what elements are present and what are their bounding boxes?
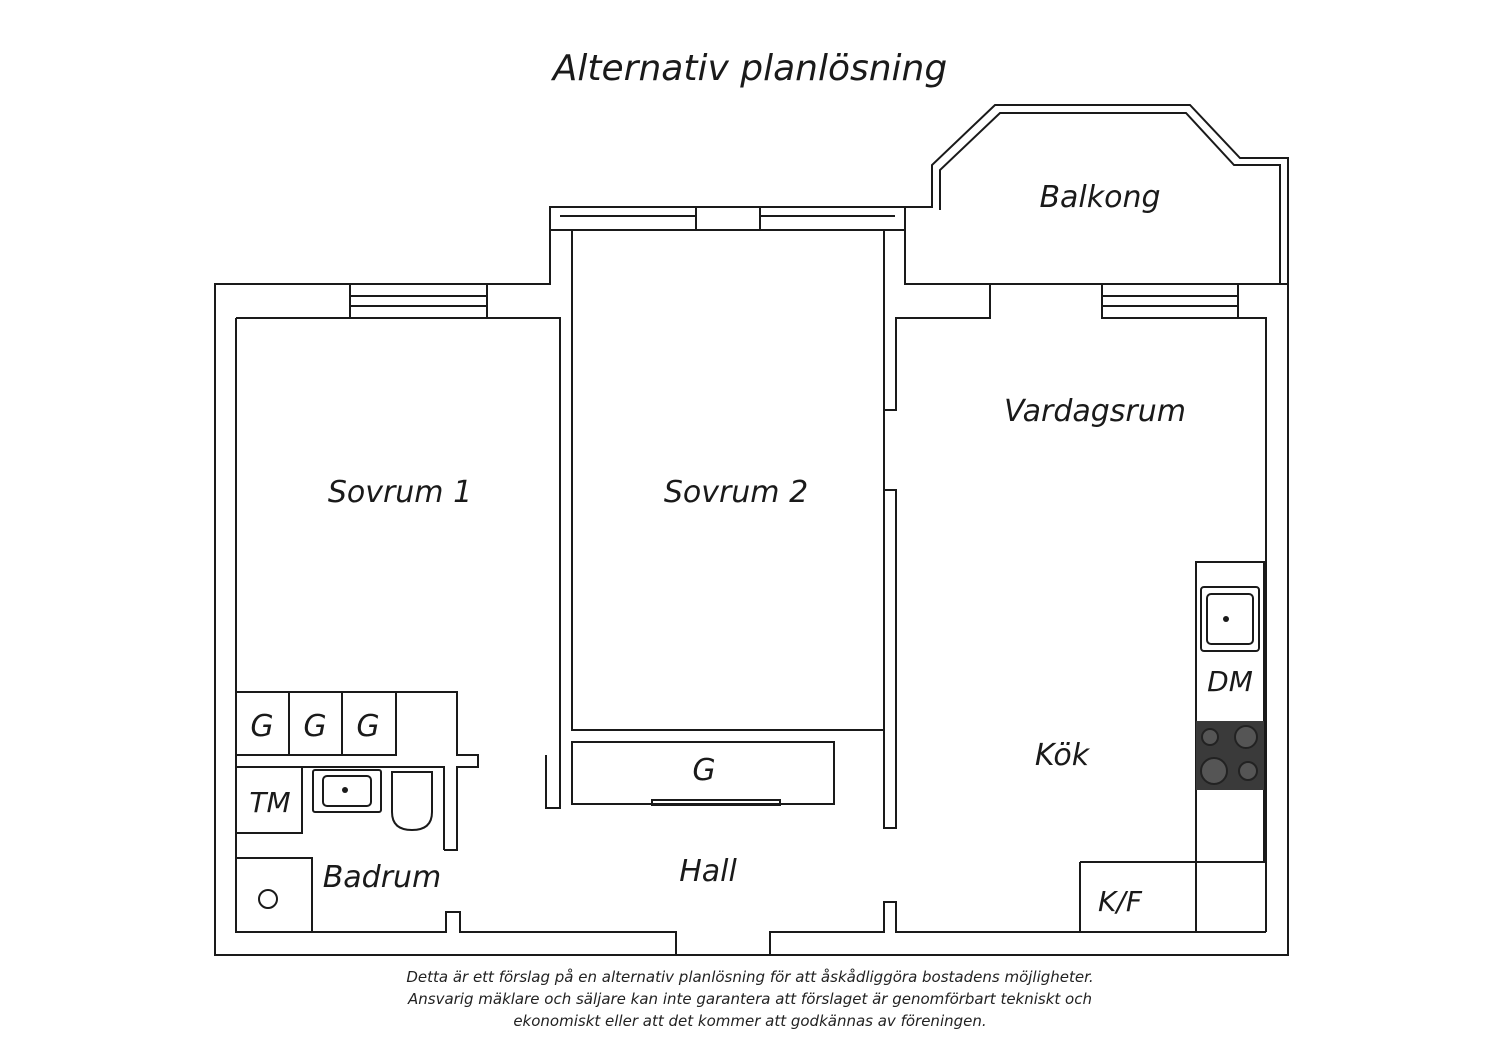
- bedroom2-east-partition: [883, 230, 991, 411]
- label-dishwasher: DM: [1207, 665, 1253, 698]
- disclaimer: Detta är ett förslag på en alternativ pl…: [300, 966, 1200, 1032]
- label-wardrobe-3: G: [356, 709, 379, 744]
- label-badrum: Badrum: [323, 860, 442, 895]
- label-hall-wardrobe: G: [692, 753, 715, 788]
- window-sovrum1: [349, 283, 488, 319]
- label-wardrobe-2: G: [303, 709, 326, 744]
- outer-wall-outline: [214, 206, 1289, 956]
- plan-title: Alternativ planlösning: [552, 48, 948, 89]
- toilet: [391, 771, 433, 832]
- disclaimer-line-2: Ansvarig mäklare och säljare kan inte ga…: [407, 990, 1092, 1008]
- sink-drain-icon: [1223, 616, 1229, 622]
- label-sovrum2: Sovrum 2: [664, 475, 808, 510]
- hall-south-wall: [236, 911, 677, 955]
- label-kok: Kök: [1035, 738, 1091, 773]
- shower: [235, 857, 313, 933]
- label-hall: Hall: [679, 854, 737, 889]
- fridge-freezer-box: [1079, 861, 1197, 932]
- window-sovrum2-left: [549, 206, 697, 231]
- label-sovrum1: Sovrum 1: [328, 475, 472, 510]
- label-fridge-freezer: K/F: [1098, 885, 1143, 918]
- bathroom-partition: [236, 766, 445, 850]
- bathroom-sink-drain-icon: [342, 787, 348, 793]
- window-vardagsrum: [1101, 283, 1239, 319]
- sovrum1-wall: [236, 317, 561, 809]
- sink: [312, 769, 382, 813]
- label-balkong: Balkong: [1039, 180, 1160, 215]
- balcony-outline: [904, 104, 1289, 284]
- wardrobe-block: [235, 691, 397, 756]
- disclaimer-line-1: Detta är ett förslag på en alternativ pl…: [406, 968, 1094, 986]
- living-partition: [883, 489, 897, 829]
- label-vardagsrum: Vardagsrum: [1004, 394, 1186, 429]
- window-sovrum2-right: [759, 206, 906, 231]
- washing-machine-box: [235, 766, 303, 834]
- living-east-wall: [1101, 284, 1267, 932]
- stove: [1196, 721, 1264, 790]
- hall-south-wall-east: [769, 901, 1266, 955]
- kitchen-sink: [1200, 586, 1260, 652]
- label-washing-machine: TM: [249, 786, 290, 819]
- disclaimer-line-3: ekonomiskt eller att det kommer att godk…: [513, 1012, 987, 1030]
- label-wardrobe-1: G: [250, 709, 273, 744]
